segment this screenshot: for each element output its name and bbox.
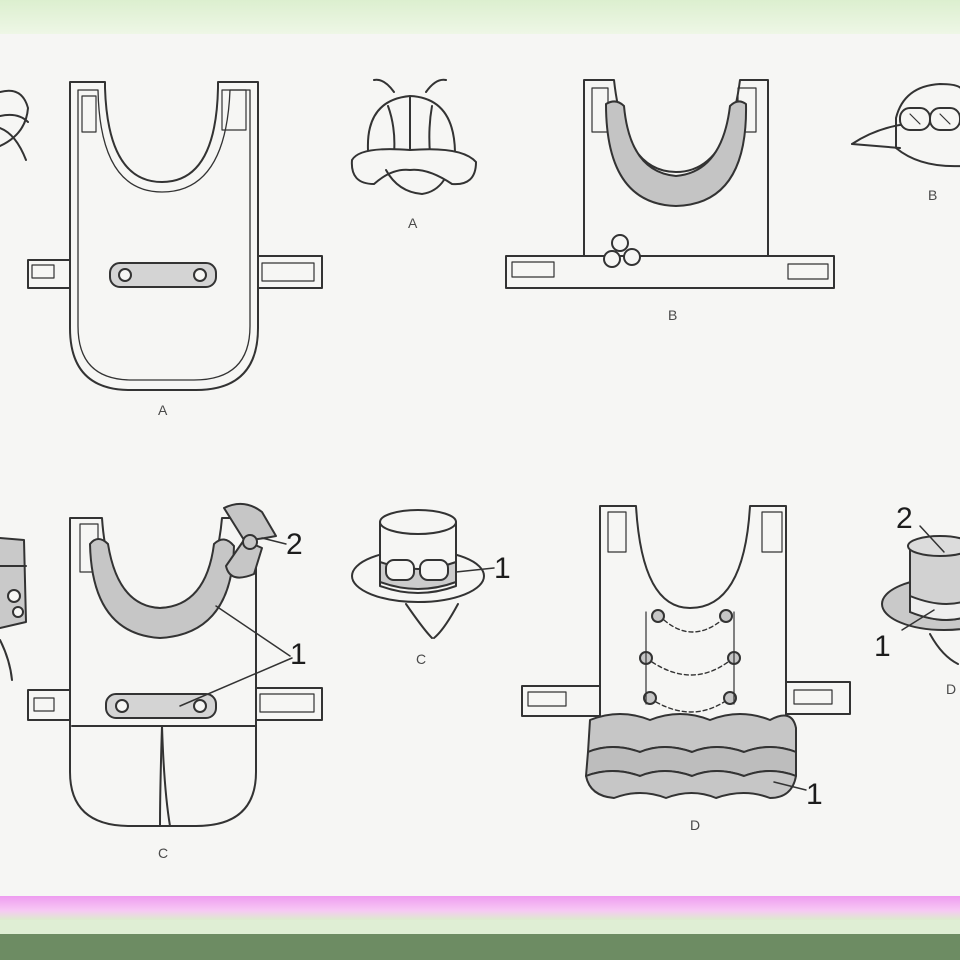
hat-d-label: D [946,681,956,697]
hat-c-callout-band: 1 [494,552,511,585]
top-green-band [0,0,960,34]
hat-d [881,525,960,665]
hat-c-label: C [416,651,426,667]
hat-d-callout-brim: 1 [874,630,891,663]
vest-c-callout-trim: 1 [290,638,307,671]
vest-c-callout-bow: 2 [286,528,303,561]
vest-d [521,505,851,799]
vest-a [27,81,323,391]
vest-a-label: A [158,402,168,418]
hat-a [350,78,477,195]
vest-d-callout-ruffle: 1 [806,778,823,811]
hat-c [351,509,495,639]
partial-hat-left-top [0,89,29,161]
light-green-band [0,920,960,934]
vest-b-label: B [668,307,677,323]
hat-d-callout-top: 2 [896,502,913,535]
vest-d-label: D [690,817,700,833]
dark-green-band [0,934,960,960]
partial-hat-left-bottom [0,537,27,681]
hat-b-label: B [928,187,937,203]
hat-a-label: A [408,215,418,231]
hat-b [851,83,960,168]
vest-c [27,502,323,827]
vest-c-label: C [158,845,168,861]
pink-band [0,896,960,920]
vest-b [505,79,835,289]
